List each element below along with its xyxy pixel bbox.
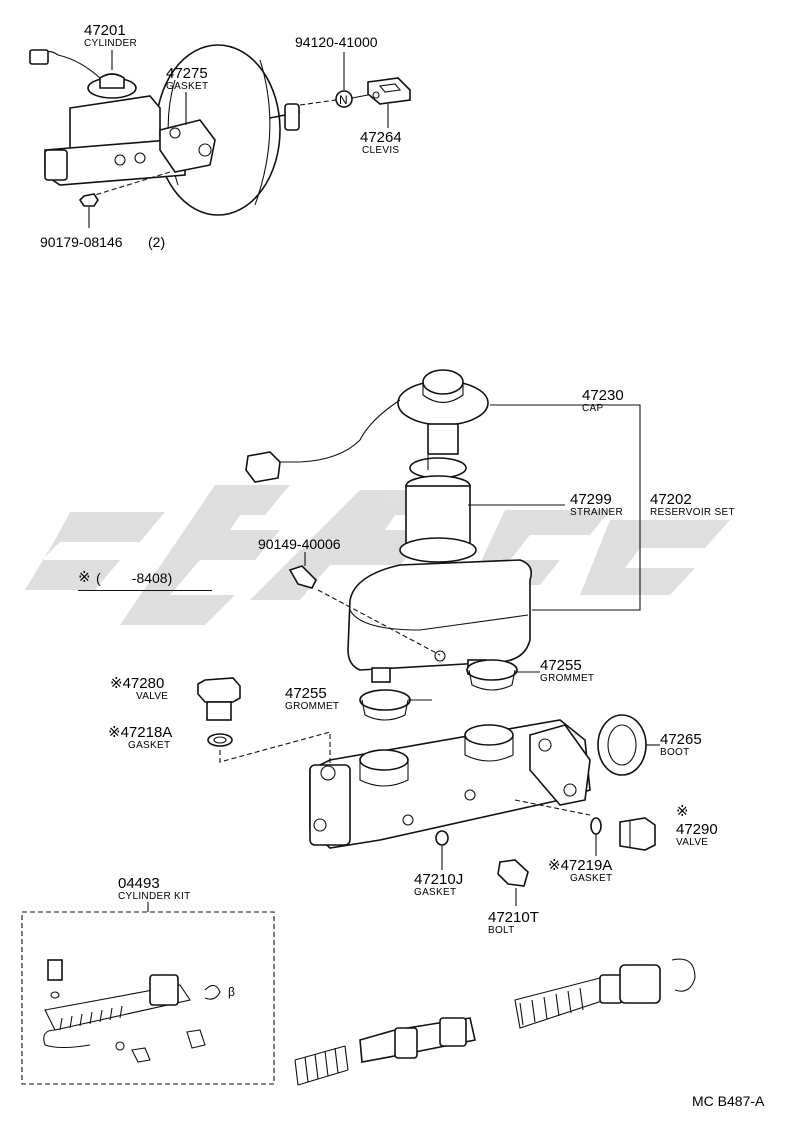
label-47210t-name: BOLT (488, 925, 515, 936)
label-47201-name: CYLINDER (84, 38, 137, 49)
label-47275-name: GASKET (166, 81, 209, 92)
note-mark: ※ (78, 569, 91, 586)
label-47218a-number: ※47218A (108, 724, 173, 741)
label-47201-number: 47201 (84, 22, 126, 39)
label-47219a-name: GASKET (570, 873, 613, 884)
label-47264-number: 47264 (360, 129, 402, 146)
grommet-right (466, 659, 518, 681)
valve-47280 (197, 677, 241, 703)
secondary-piston (619, 964, 661, 1004)
svg-text:N: N (339, 93, 348, 107)
label-47230-name: CAP (582, 403, 604, 414)
label-47290-name: VALVE (676, 837, 709, 848)
label-47255-right-number: 47255 (540, 657, 582, 674)
grommet-left (359, 689, 411, 711)
bolt-47210t (497, 859, 529, 887)
label-47280-name: VALVE (136, 691, 169, 702)
label-47210j-name: GASKET (414, 887, 457, 898)
kit-small-mark: β (228, 985, 235, 999)
label-90179-qty: (2) (148, 234, 166, 250)
kit-frame (21, 911, 275, 1085)
gasket-47219a (590, 817, 602, 835)
reservoir-assembly (245, 369, 641, 683)
label-47275-number: 47275 (166, 65, 208, 82)
label-47264-name: CLEVIS (362, 145, 400, 156)
label-47230-number: 47230 (582, 387, 624, 404)
label-47299-number: 47299 (570, 491, 612, 508)
diagram-code: MC B487-A (692, 1093, 765, 1109)
gasket-47218a (207, 733, 233, 747)
label-47202-name: RESERVOIR SET (650, 507, 735, 518)
strainer (409, 457, 467, 479)
label-47265-number: 47265 (660, 731, 702, 748)
valve-47290 (619, 817, 656, 851)
label-47255-left-number: 47255 (285, 685, 327, 702)
bolt-90149 (288, 565, 317, 589)
nut-90179 (78, 193, 99, 207)
label-47290-mark: ※ (676, 803, 689, 820)
label-47299-name: STRAINER (570, 507, 623, 518)
label-90149-number: 90149-40006 (258, 536, 341, 552)
label-04493-number: 04493 (118, 875, 160, 892)
boot-47265 (597, 714, 647, 776)
nut (335, 90, 353, 108)
label-47210j-number: 47210J (414, 871, 464, 888)
label-47202-number: 47202 (650, 491, 692, 508)
label-47255-left-name: GROMMET (285, 701, 340, 712)
label-47218a-name: GASKET (128, 740, 171, 751)
note-underline (78, 590, 212, 591)
cylinder-kit (21, 902, 275, 1085)
label-47255-right-name: GROMMET (540, 673, 595, 684)
spring-left (294, 1045, 349, 1086)
note-text: ( -8408) (96, 570, 173, 586)
label-47290-number: 47290 (676, 821, 718, 838)
label-47210t-number: 47210T (488, 909, 539, 926)
top-assembly: N (29, 44, 411, 228)
label-47280-number: ※47280 (110, 675, 165, 692)
gasket-47210j (435, 830, 449, 846)
label-90179-number: 90179-08146 (40, 234, 123, 250)
label-04493-name: CYLINDER KIT (118, 891, 191, 902)
reservoir-body (347, 559, 533, 671)
label-47219a-number: ※47219A (548, 857, 613, 874)
master-cylinder (197, 659, 660, 906)
piston-parts (294, 958, 696, 1086)
label-47265-name: BOOT (660, 747, 690, 758)
label-94120-number: 94120-41000 (295, 34, 378, 50)
snap-ring (671, 958, 696, 992)
